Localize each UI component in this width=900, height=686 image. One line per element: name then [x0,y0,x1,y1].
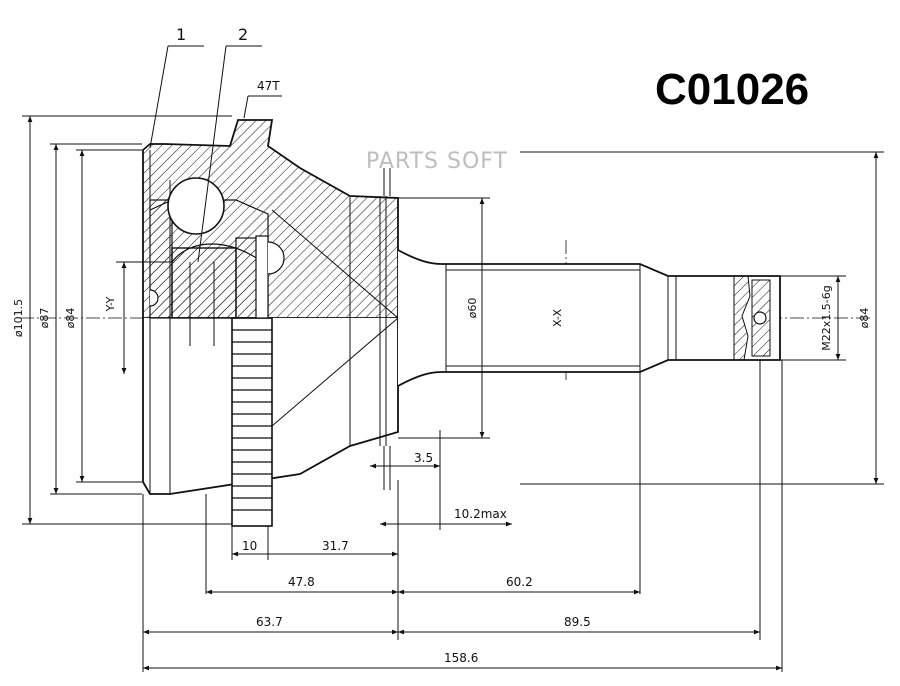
bottom-length-dims [142,360,783,672]
dim-63-7: 63.7 [256,615,283,629]
label-x-x: X-X [551,309,564,327]
dim-10-2max: 10.2max [454,507,507,521]
output-shaft [397,249,781,387]
dim-d101-5: ø101.5 [12,299,25,337]
dim-d60: ø60 [466,298,479,319]
dim-d84-right: ø84 [858,308,871,329]
label-y-y: Y-Y [104,296,117,312]
ball [167,177,225,235]
part-number: C01026 [655,65,809,114]
left-diameter-dims [22,115,232,525]
thread-spec: M22x1.5-6g [820,285,833,350]
dim-d84-left: ø84 [64,308,77,329]
dim-d87: ø87 [38,308,51,329]
dim-47-8: 47.8 [288,575,315,589]
small-length-dims [370,430,512,530]
callout-leaders [149,45,282,263]
dim-89-5: 89.5 [564,615,591,629]
dim-10: 10 [242,539,257,553]
tooth-count-label: 47T [257,79,280,93]
watermark: PARTS SOFT [366,149,508,174]
callout-1: 1 [176,25,186,44]
inner-race-and-cage [149,177,285,346]
callout-2: 2 [238,25,248,44]
dim-31-7: 31.7 [322,539,349,553]
right-diameter-dims [398,151,884,485]
dim-158-6: 158.6 [444,651,478,665]
dim-3-5: 3.5 [414,451,433,465]
dim-60-2: 60.2 [506,575,533,589]
